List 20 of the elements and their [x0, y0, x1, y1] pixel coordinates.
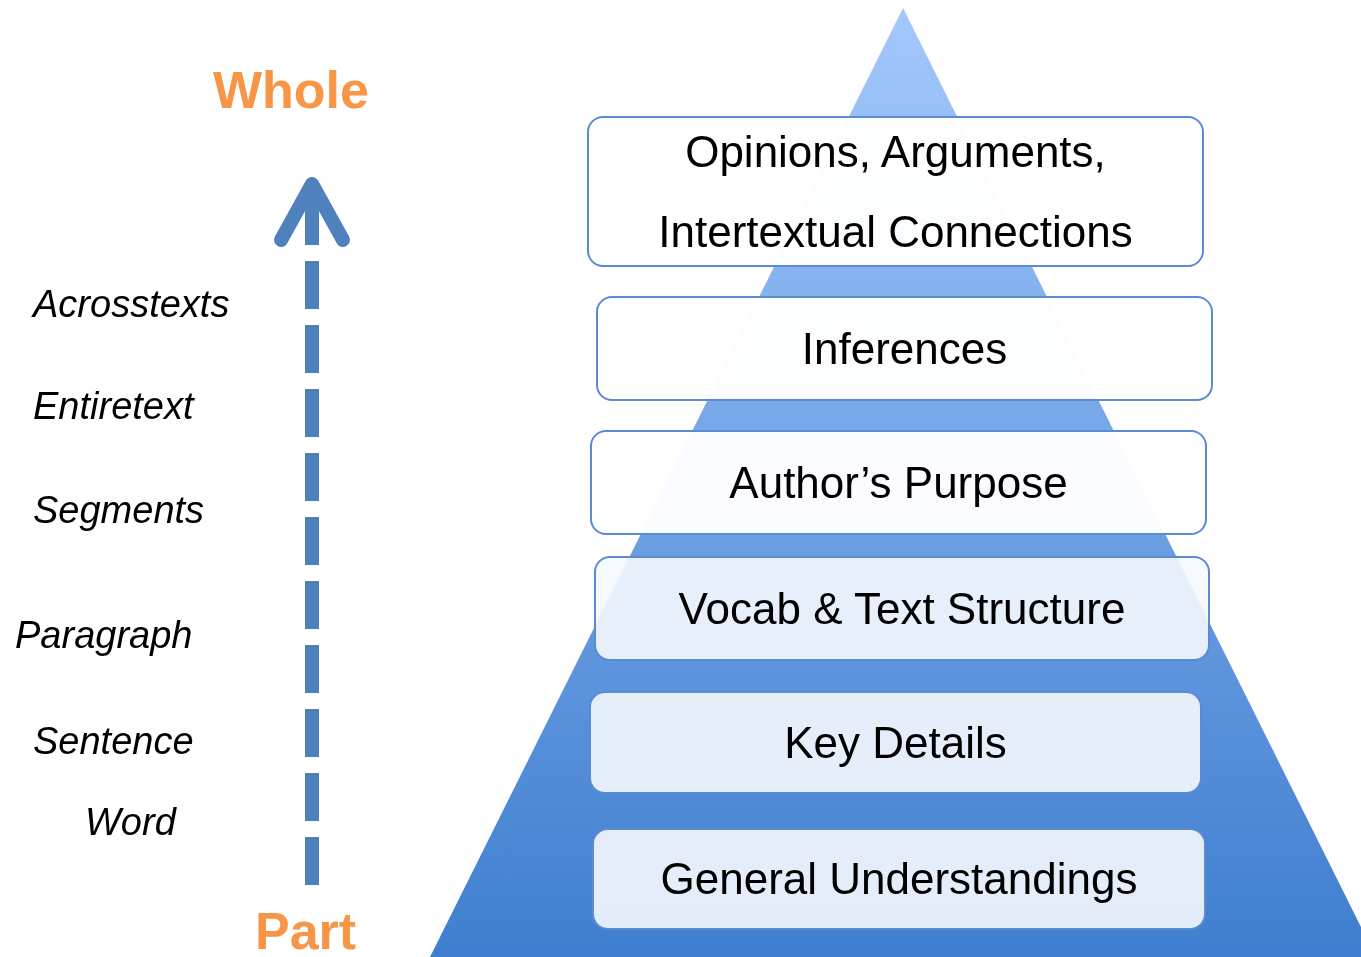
level-label: Acrosstexts [33, 284, 230, 326]
level-box [594, 556, 1210, 661]
level-label: Sentence [33, 721, 194, 763]
level-text: Key Details [783, 716, 1008, 769]
level-box [589, 691, 1202, 794]
level-text: Vocab & Text Structure [677, 582, 1127, 635]
level-text: Inferences [800, 322, 1009, 375]
level-box [596, 296, 1213, 401]
level-label: Paragraph [15, 615, 193, 657]
axis-heading: Part [255, 903, 357, 957]
level-text: Author’s Purpose [728, 456, 1069, 509]
level-box [587, 116, 1204, 267]
level-box [590, 430, 1207, 535]
level-text: Opinions, Arguments, Intertextual Connections [657, 126, 1134, 258]
axis-heading: Whole [213, 62, 369, 120]
level-label: Word [85, 802, 176, 844]
level-text: General Understandings [659, 853, 1139, 906]
level-box [592, 828, 1206, 930]
level-label: Entiretext [33, 386, 194, 428]
level-label: Segments [33, 490, 205, 532]
